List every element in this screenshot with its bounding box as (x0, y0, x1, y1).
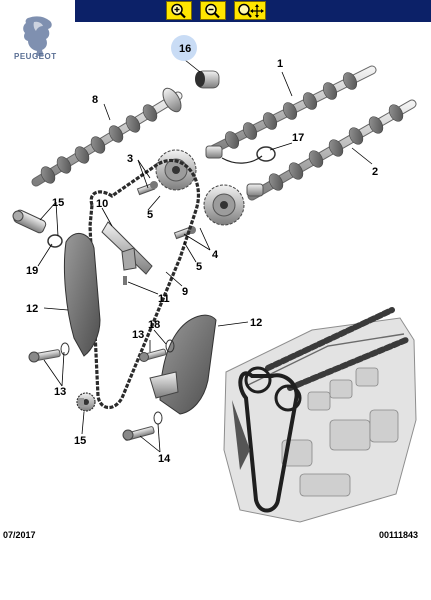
seal-18 (256, 146, 276, 162)
callout-4[interactable]: 4 (212, 249, 219, 261)
leader-lines (37, 59, 373, 453)
callout-1[interactable]: 1 (277, 58, 283, 70)
callout-10[interactable]: 12 (26, 303, 38, 315)
viewer-toolbar (75, 0, 431, 22)
callout-6[interactable]: 8 (92, 94, 98, 106)
engine-block (223, 307, 417, 523)
callout-16-highlight (171, 35, 197, 61)
guide-bracket (149, 371, 179, 399)
callout-5-upper[interactable]: 5 (147, 209, 153, 221)
brand-name: PEUGEOT (14, 52, 57, 61)
zoom-in-button[interactable] (166, 1, 192, 20)
guide-10 (63, 233, 101, 357)
bolt-12-lower (122, 411, 163, 441)
footer-reference: 00111843 (379, 530, 419, 540)
callout-7[interactable]: 9 (182, 286, 188, 298)
bolt-13 (139, 348, 167, 362)
callout-19[interactable]: 19 (26, 265, 38, 277)
sprocket-4 (203, 184, 245, 226)
guide-8 (101, 221, 153, 275)
cam-adaptor-1 (205, 145, 223, 159)
guide-tab (121, 247, 137, 271)
bolt-12-upper (28, 342, 70, 363)
callout-13[interactable]: 13 (132, 329, 144, 341)
guide-11 (159, 314, 217, 415)
washer-17 (165, 339, 175, 353)
tensioner-14 (12, 209, 47, 234)
camshaft-2 (247, 99, 417, 201)
crank-sprocket-15 (76, 392, 96, 412)
callout-5-lower[interactable]: 5 (196, 261, 202, 273)
zoom-pan-icon (238, 3, 264, 18)
lion-icon (23, 16, 52, 56)
footer-date: 07/2017 (3, 530, 36, 540)
camshaft-6 (31, 87, 183, 187)
callout-11[interactable]: 12 (250, 317, 262, 329)
callout-18[interactable]: 17 (292, 132, 304, 144)
seal-arrow (221, 155, 263, 164)
callout-16[interactable]: 16 (179, 43, 191, 55)
timing-chain-7 (88, 158, 200, 410)
callout-2[interactable]: 2 (372, 166, 378, 178)
zoom-out-icon (205, 3, 220, 18)
pin-9 (123, 276, 127, 285)
zoom-out-button[interactable] (200, 1, 226, 20)
callout-8[interactable]: 10 (96, 198, 108, 210)
cam-adaptor-2 (246, 183, 264, 197)
sleeve-16 (195, 70, 220, 89)
callout-9[interactable]: 11 (158, 293, 170, 305)
callout-17[interactable]: 18 (148, 319, 160, 331)
seal-19 (47, 234, 63, 248)
callout-3[interactable]: 3 (127, 153, 133, 165)
zoom-pan-button[interactable] (234, 1, 266, 20)
callout-12-upper[interactable]: 13 (54, 386, 66, 398)
bolt-5-lower (173, 226, 196, 240)
camshaft-1 (207, 65, 377, 155)
callout-14[interactable]: 15 (52, 197, 64, 209)
zoom-in-icon (171, 3, 186, 18)
bolt-5-upper (136, 181, 158, 196)
callout-12-lower[interactable]: 14 (158, 453, 171, 465)
callout-15[interactable]: 15 (74, 435, 86, 447)
